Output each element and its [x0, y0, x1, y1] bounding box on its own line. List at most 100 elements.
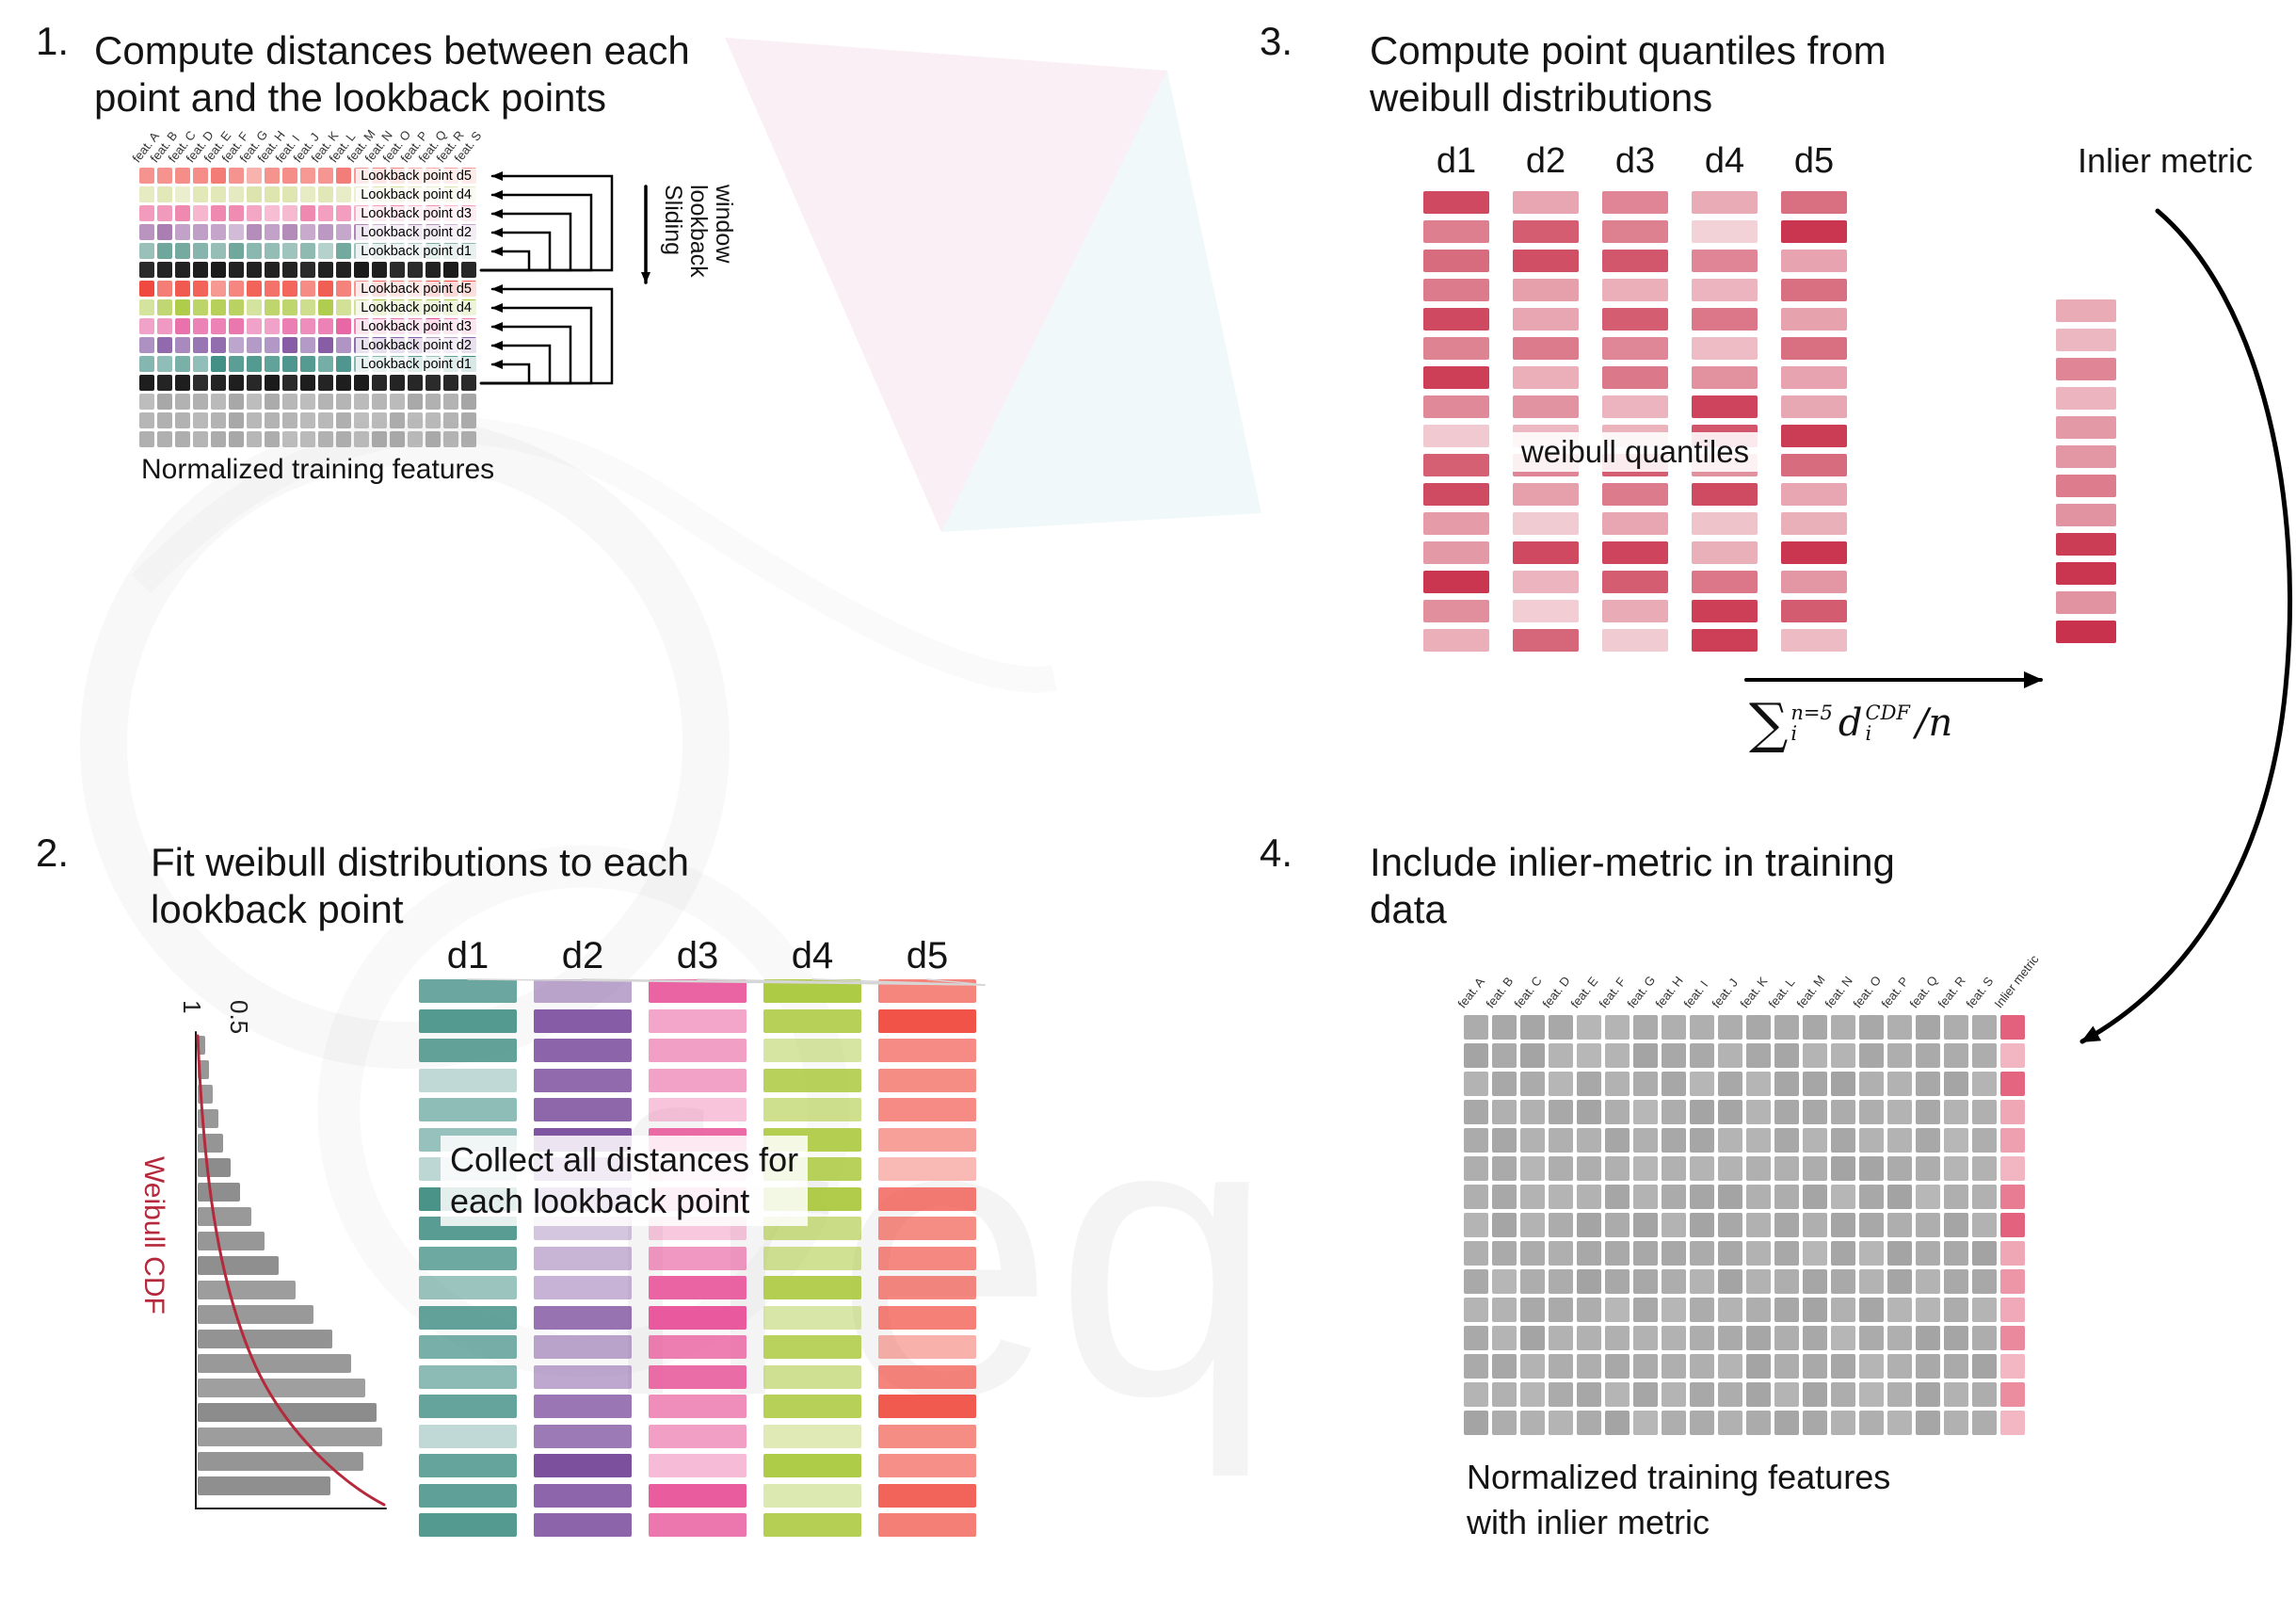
distance-bar — [649, 1039, 747, 1062]
grid-cell — [1859, 1156, 1884, 1181]
distance-bar — [534, 1483, 632, 1508]
grid-cell — [1944, 1241, 1968, 1266]
panel4-caption-line2: with inlier metric — [1467, 1503, 1710, 1541]
lookback-row-label: Lookback point d5 — [139, 281, 476, 297]
grid-cell — [1859, 1185, 1884, 1209]
grid-cell — [1662, 1185, 1686, 1209]
lookback-row-label-text: Lookback point d5 — [356, 168, 476, 184]
grid-cell — [300, 168, 315, 184]
distance-bar — [534, 1246, 632, 1270]
inlier-bar — [2056, 591, 2116, 614]
grid-cell — [1746, 1241, 1771, 1266]
quantile-bar — [1602, 629, 1668, 652]
grid-cell — [1520, 1128, 1545, 1153]
grid-cell — [1464, 1411, 1488, 1435]
grid-cell — [443, 412, 458, 428]
grid-cell — [1464, 1241, 1488, 1266]
grid-cell — [265, 224, 280, 240]
grid-cell — [139, 412, 154, 428]
distance-bar — [878, 1276, 976, 1299]
grid-cell — [1746, 1411, 1771, 1435]
grid-cell — [211, 431, 226, 447]
quantile-bar — [1781, 425, 1847, 447]
grid-cell — [1690, 1185, 1714, 1209]
grid-cell — [1803, 1411, 1827, 1435]
formula-d: d — [1838, 702, 1863, 746]
grid-cell — [1464, 1015, 1488, 1040]
grid-cell — [1774, 1326, 1799, 1350]
inlier-bar — [2056, 358, 2116, 380]
grid-cell — [372, 375, 387, 391]
grid-cell — [318, 262, 333, 278]
grid-cell — [1803, 1015, 1827, 1040]
distance-bar — [763, 1395, 861, 1418]
grid-cell — [1972, 1298, 1997, 1322]
grid-cell — [229, 168, 244, 184]
grid-cell — [1887, 1241, 1912, 1266]
grid-cell — [1944, 1354, 1968, 1379]
weibull-hist-bar — [198, 1060, 209, 1079]
grid-cell — [1718, 1269, 1742, 1294]
grid-cell — [1520, 1298, 1545, 1322]
distance-bar — [419, 1335, 517, 1359]
grid-cell — [1605, 1298, 1630, 1322]
formula-sigma-sup: n=5 — [1790, 702, 1833, 725]
distance-bar — [649, 1454, 747, 1477]
quantile-bar — [1692, 308, 1758, 331]
distance-bar — [878, 1068, 976, 1092]
weibull-hist-bar — [198, 1379, 365, 1397]
grid-cell — [1887, 1128, 1912, 1153]
grid-cell — [247, 281, 262, 297]
grid-cell — [1746, 1156, 1771, 1181]
weibull-hist-bar — [198, 1183, 240, 1202]
grid-cell — [336, 337, 351, 353]
inlier-cell — [2000, 1185, 2025, 1209]
inlier-cell — [2000, 1043, 2025, 1068]
watermark-shape — [725, 38, 1167, 532]
grid-cell — [1831, 1015, 1855, 1040]
grid-cell — [1774, 1185, 1799, 1209]
grid-cell — [1916, 1298, 1940, 1322]
quantile-bar — [1423, 600, 1489, 622]
grid-cell — [1887, 1213, 1912, 1237]
column-header: d4 — [791, 935, 834, 976]
grid-cell — [1774, 1128, 1799, 1153]
grid-cell — [300, 205, 315, 221]
grid-cell — [336, 299, 351, 315]
grid-cell — [265, 318, 280, 334]
weibull-hist-bar — [198, 1109, 218, 1128]
inlier-bar — [2056, 387, 2116, 410]
grid-cell — [1944, 1411, 1968, 1435]
quantile-bar — [1423, 541, 1489, 564]
grid-cell — [1831, 1269, 1855, 1294]
distance-bar — [878, 1305, 976, 1330]
grid-cell — [1633, 1015, 1658, 1040]
grid-cell — [408, 262, 423, 278]
grid-cell — [247, 243, 262, 259]
grid-cell — [1662, 1128, 1686, 1153]
watermark-shape — [131, 416, 1057, 693]
formula-sigma-limits: n=5 i — [1790, 702, 1832, 744]
distance-bar — [419, 1513, 517, 1537]
distance-bar — [763, 1008, 861, 1033]
grid-cell — [408, 375, 423, 391]
grid-cell — [318, 205, 333, 221]
grid-cell — [157, 375, 172, 391]
grid-cell — [354, 375, 369, 391]
column-header: d3 — [1614, 141, 1656, 181]
distance-bar — [649, 1008, 747, 1033]
grid-cell — [1662, 1354, 1686, 1379]
grid-cell — [1746, 1354, 1771, 1379]
grid-cell — [265, 394, 280, 410]
grid-cell — [229, 186, 244, 202]
grid-cell — [211, 318, 226, 334]
inlier-bar — [2056, 299, 2116, 322]
grid-cell — [318, 356, 333, 372]
grid-cell — [211, 281, 226, 297]
grid-cell — [1972, 1100, 1997, 1124]
grid-cell — [1803, 1156, 1827, 1181]
grid-cell — [1831, 1354, 1855, 1379]
distance-bar — [534, 1039, 632, 1062]
grid-cell — [1774, 1269, 1799, 1294]
grid-cell — [1972, 1382, 1997, 1407]
